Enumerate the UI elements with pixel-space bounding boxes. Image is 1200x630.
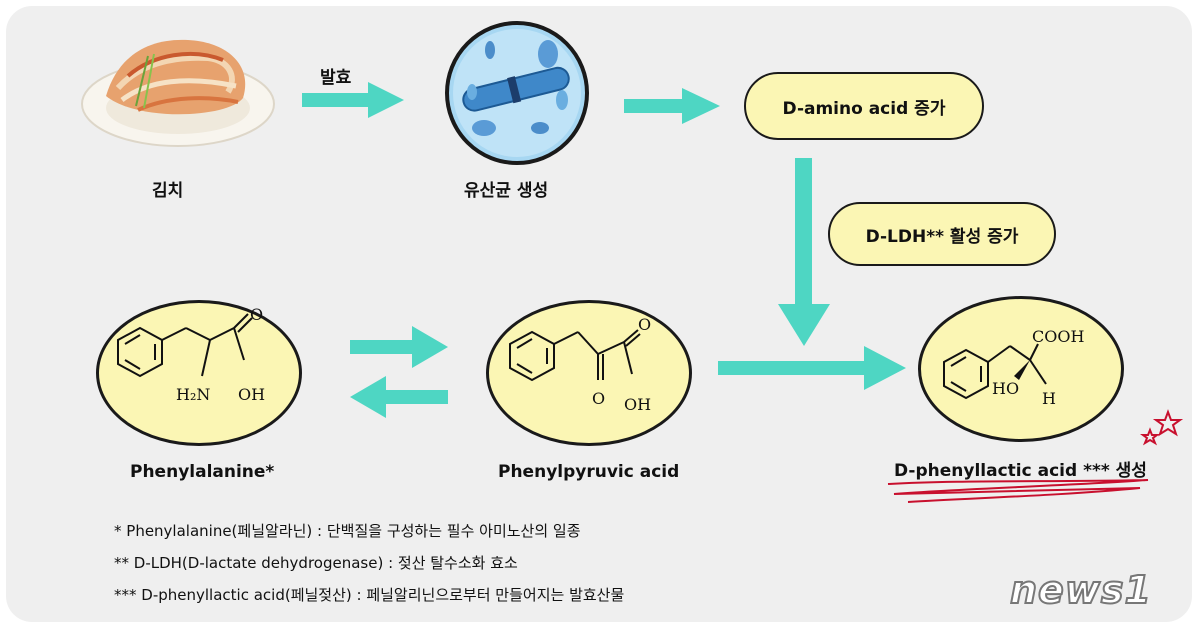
phenylpyruvic-structure: O O OH xyxy=(509,315,651,414)
d-amino-acid-box: D-amino acid 증가 xyxy=(744,72,984,140)
kimchi-image xyxy=(81,39,275,147)
dpla-ho-label: HO xyxy=(992,379,1019,398)
red-star-decoration xyxy=(1140,409,1184,446)
phenylpyruvic-label: Phenylpyruvic acid xyxy=(498,462,680,482)
phenylpyruvic-structure-box xyxy=(486,300,692,446)
fermentation-label: 발효 xyxy=(320,68,352,88)
arrow-to-d-phenyllactic xyxy=(718,346,906,390)
dpla-cooh-label: COOH xyxy=(1032,327,1084,346)
arrow-to-d-amino xyxy=(624,88,720,124)
fermentation-arrow xyxy=(302,82,404,118)
ppa-o-top-label: O xyxy=(638,315,651,334)
diagram-canvas: 김치 발효 유산균 생성 D-amino acid 증가 D-LDH** 활성 … xyxy=(6,6,1192,622)
footnote-2: ** D-LDH(D-lactate dehydrogenase) : 젖산 탈… xyxy=(114,554,518,572)
footnote-1: * Phenylalanine(페닐알라닌) : 단백질을 구성하는 필수 아미… xyxy=(114,522,581,540)
d-ldh-box: D-LDH** 활성 증가 xyxy=(828,202,1056,266)
ppa-o-bottom-label: O xyxy=(592,389,605,408)
lab-label: 유산균 생성 xyxy=(464,181,549,201)
phenylalanine-structure: O OH H₂N xyxy=(117,305,265,404)
d-phenyllactic-structure: COOH HO H xyxy=(943,327,1084,408)
d-phenyllactic-label: D-phenyllactic acid *** 생성 xyxy=(894,461,1147,481)
footnote-3: *** D-phenyllactic acid(페닐젖산) : 페닐알리닌으로부… xyxy=(114,586,625,604)
kimchi-label: 김치 xyxy=(152,181,184,201)
phe-nh2-label: H₂N xyxy=(176,385,210,404)
dpla-h-label: H xyxy=(1042,389,1056,408)
red-underline-scribble xyxy=(887,479,1149,503)
phe-oh-label: OH xyxy=(238,385,265,404)
phenylalanine-label: Phenylalanine* xyxy=(130,462,275,482)
news1-watermark: news1 xyxy=(1009,567,1152,613)
lactic-bacteria-image xyxy=(445,21,589,165)
phe-o-label: O xyxy=(250,305,263,324)
ppa-oh-label: OH xyxy=(624,395,651,414)
arrow-down xyxy=(778,158,830,346)
equilibrium-arrows xyxy=(350,326,448,418)
phenylalanine-structure-box xyxy=(96,300,302,446)
